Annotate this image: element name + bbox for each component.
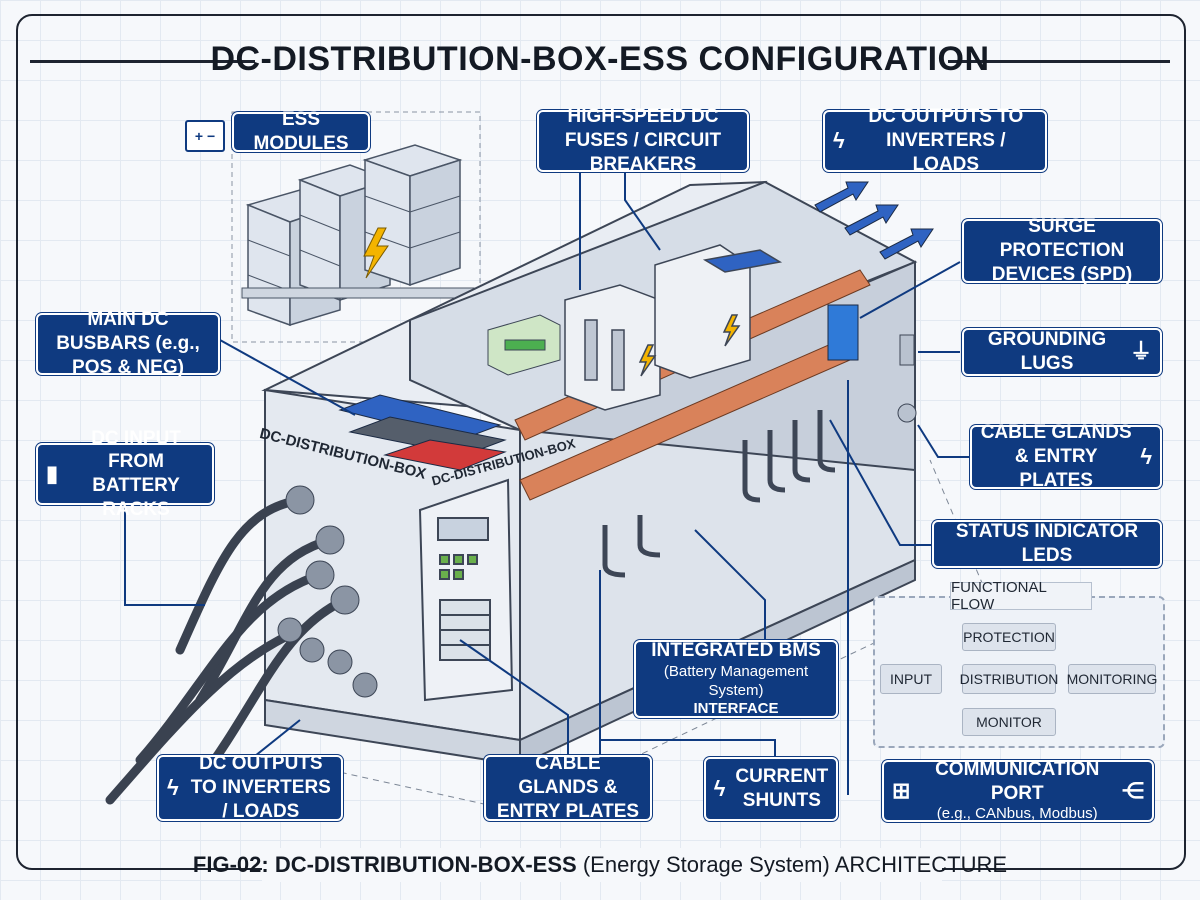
shunt-cables: [602, 410, 836, 578]
label-busbars-text: MAIN DC BUSBARS (e.g., POS & NEG): [56, 309, 200, 378]
leader-lines: [124, 168, 970, 795]
label-spd-text: SURGE PROTECTION DEVICES (SPD): [991, 216, 1133, 285]
lightning-icon: ϟ: [167, 775, 179, 801]
label-bms-line2: (Battery Management System): [663, 662, 809, 699]
label-comm-port: ⊞ COMMUNICATION PORT (e.g., CANbus, Modb…: [882, 758, 1154, 823]
network-icon: ⊞: [892, 778, 911, 804]
functional-flow-title: FUNCTIONAL FLOW: [950, 579, 1092, 613]
fuses: [564, 244, 783, 411]
flow-node-distribution: DISTRIBUTION: [960, 664, 1058, 694]
title-rule-right: [948, 60, 1170, 63]
label-cable-glands-bottom: CABLE GLANDS & ENTRY PLATES: [484, 753, 652, 822]
ground-icon: ⏚: [1129, 339, 1152, 365]
share-icon: ⋲: [1122, 778, 1144, 804]
input-cables: [105, 495, 350, 805]
caption-background: [262, 848, 942, 882]
flow-node-input: INPUT: [880, 664, 942, 694]
label-dc-outputs-bottom: ϟ DC OUTPUTS TO INVERTERS / LOADS: [157, 753, 343, 822]
lightning-icon: ϟ: [713, 776, 726, 802]
label-dc-outputs-bottom-text: DC OUTPUTS TO INVERTERS / LOADS: [190, 753, 331, 822]
label-dc-outputs-top-text: DC OUTPUTS TO INVERTERS / LOADS: [868, 106, 1024, 175]
label-spd: SURGE PROTECTION DEVICES (SPD): [962, 216, 1162, 285]
label-dc-outputs-top: ϟ DC OUTPUTS TO INVERTERS / LOADS: [823, 106, 1047, 175]
label-comm-line1: COMMUNICATION PORT: [935, 758, 1100, 804]
label-dc-input-text: DC INPUT FROM BATTERY RACKS: [91, 427, 181, 520]
figure-caption-bold: FIG-02: DC-DISTRIBUTION-BOX-ESS: [192, 852, 577, 877]
label-status-leds: STATUS INDICATOR LEDS: [932, 520, 1162, 568]
output-arrows: [814, 181, 934, 260]
ess-battery-stacks: [241, 144, 475, 327]
diagram-title: DC-DISTRIBUTION-BOX-ESS CONFIGURATION: [210, 40, 990, 78]
label-cable-glands-bottom-text: CABLE GLANDS & ENTRY PLATES: [496, 753, 640, 822]
main-busbars: [338, 394, 507, 471]
figure-caption: FIG-02: DC-DISTRIBUTION-BOX-ESS (Energy …: [0, 852, 1200, 878]
label-status-leds-text: STATUS INDICATOR LEDS: [955, 521, 1139, 566]
label-comm-line2: (e.g., CANbus, Modbus): [936, 805, 1098, 823]
front-door: [418, 478, 514, 702]
label-ess-modules: ESS MODULES: [232, 109, 370, 154]
bms-board: [487, 314, 561, 376]
ess-modules-battery-icon: + −: [185, 120, 225, 152]
label-bms-line3: INTERFACE: [693, 700, 779, 718]
flow-node-protection: PROTECTION: [962, 623, 1056, 651]
label-current-shunts-text: CURRENT SHUNTS: [735, 766, 829, 811]
title-rule-left: [30, 60, 255, 63]
spd-module: [827, 304, 859, 361]
label-fuses-text: HIGH-SPEED DC FUSES / CIRCUIT BREAKERS: [564, 106, 722, 175]
label-dc-input: ▮ DC INPUT FROM BATTERY RACKS: [36, 428, 214, 520]
flow-node-monitor: MONITOR: [962, 708, 1056, 736]
label-bms-line1: INTEGRATED BMS: [651, 640, 821, 661]
flow-node-monitoring: MONITORING: [1067, 664, 1157, 694]
ground-lugs: [897, 334, 917, 423]
label-grounding: GROUNDING LUGS ⏚: [962, 328, 1162, 376]
figure-caption-rest: (Energy Storage System) ARCHITECTURE: [576, 852, 1008, 877]
label-ess-modules-text: ESS MODULES: [253, 109, 349, 154]
battery-icon: ▮: [46, 461, 59, 487]
label-grounding-text: GROUNDING LUGS: [987, 329, 1107, 374]
label-current-shunts: ϟ CURRENT SHUNTS: [704, 757, 838, 821]
label-fuses: HIGH-SPEED DC FUSES / CIRCUIT BREAKERS: [537, 106, 749, 175]
label-busbars: MAIN DC BUSBARS (e.g., POS & NEG): [36, 309, 220, 378]
label-cable-glands-right: CABLE GLANDS & ENTRY PLATES ϟ: [970, 422, 1162, 491]
lightning-icon: ϟ: [833, 128, 845, 154]
lightning-icon: ϟ: [1140, 444, 1152, 470]
cable-glands: [277, 485, 378, 698]
label-cable-glands-right-text: CABLE GLANDS & ENTRY PLATES: [980, 422, 1132, 491]
label-bms: INTEGRATED BMS (Battery Management Syste…: [634, 640, 838, 718]
